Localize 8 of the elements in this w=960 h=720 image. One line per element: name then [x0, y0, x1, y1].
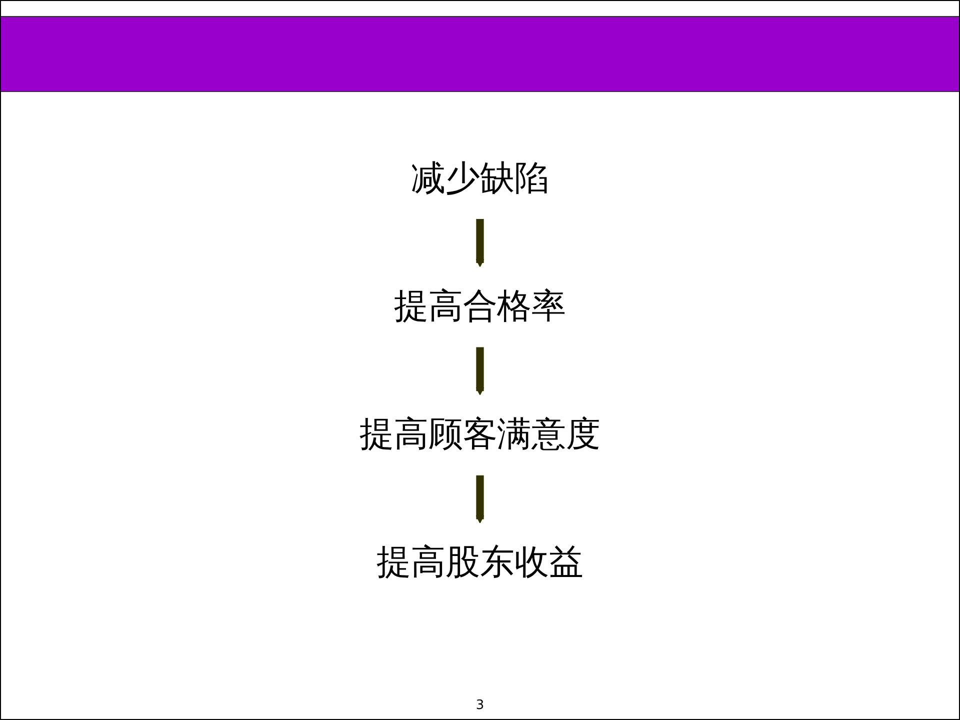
node-text: 提高股东收益 [376, 543, 584, 582]
node-text: 提高合格率 [394, 286, 566, 326]
arrow [476, 218, 484, 268]
node-text: 提高顾客满意度 [360, 414, 600, 454]
arrow [476, 347, 484, 396]
node-text: 减少缺陷 [411, 158, 549, 198]
arrow [476, 475, 484, 524]
page-number: 3 [476, 698, 484, 713]
